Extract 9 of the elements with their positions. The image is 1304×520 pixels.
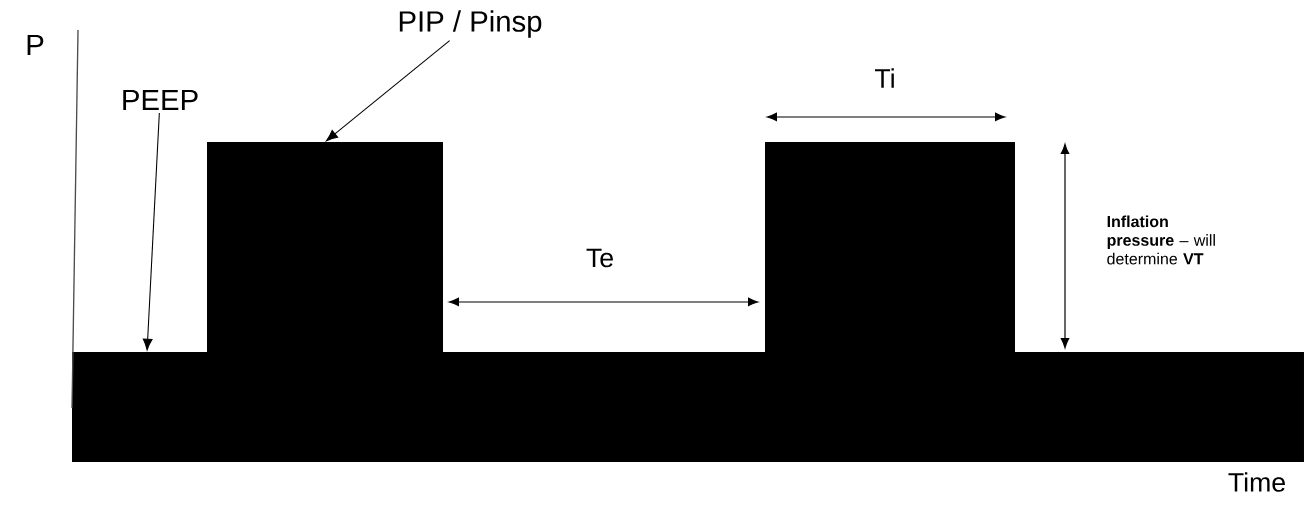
dimension-label: Te — [586, 248, 613, 268]
annotation-text: Inflation pressure – will determine VT — [1107, 215, 1215, 265]
leader-line — [142, 112, 160, 351]
leader-text: PIP / Pinsp — [399, 10, 542, 38]
axis-label: P — [27, 34, 44, 56]
axis-label: Time — [1228, 472, 1285, 492]
leader-text: PEEP — [123, 89, 198, 111]
leader-line — [326, 40, 451, 142]
dimension-label: Ti — [875, 68, 894, 88]
